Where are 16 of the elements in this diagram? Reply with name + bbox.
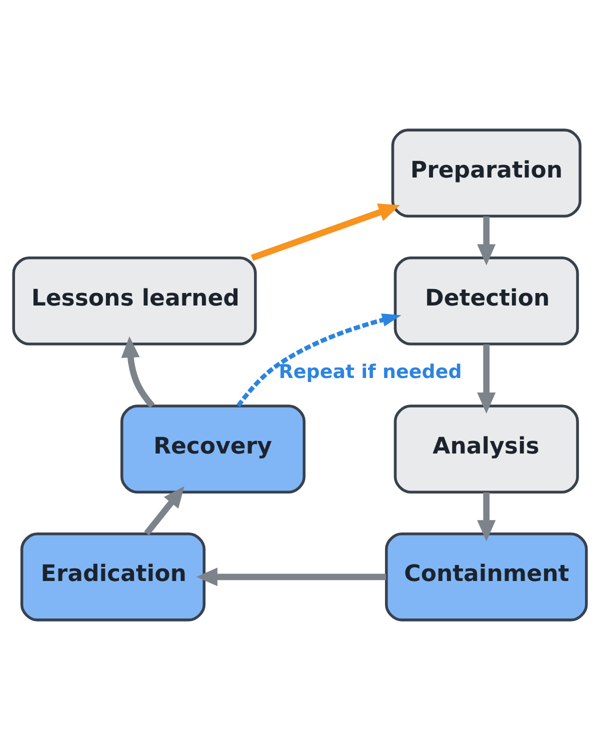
arrow (477, 492, 496, 542)
arrow (121, 336, 155, 408)
arrow (196, 568, 386, 586)
node-box: Detection (394, 256, 579, 346)
node-box: Lessons learned (12, 256, 257, 346)
edge-label: Repeat if needed (278, 361, 462, 384)
node-box: Preparation (391, 128, 582, 218)
node-box: Recovery (120, 404, 306, 494)
arrow (144, 486, 184, 536)
node-box: Analysis (394, 404, 579, 494)
arrow (236, 313, 402, 408)
arrow (477, 216, 496, 266)
node-box: Eradication (20, 532, 206, 622)
arrow (250, 204, 400, 261)
node-box: Containment (385, 532, 588, 622)
arrow (477, 344, 496, 414)
